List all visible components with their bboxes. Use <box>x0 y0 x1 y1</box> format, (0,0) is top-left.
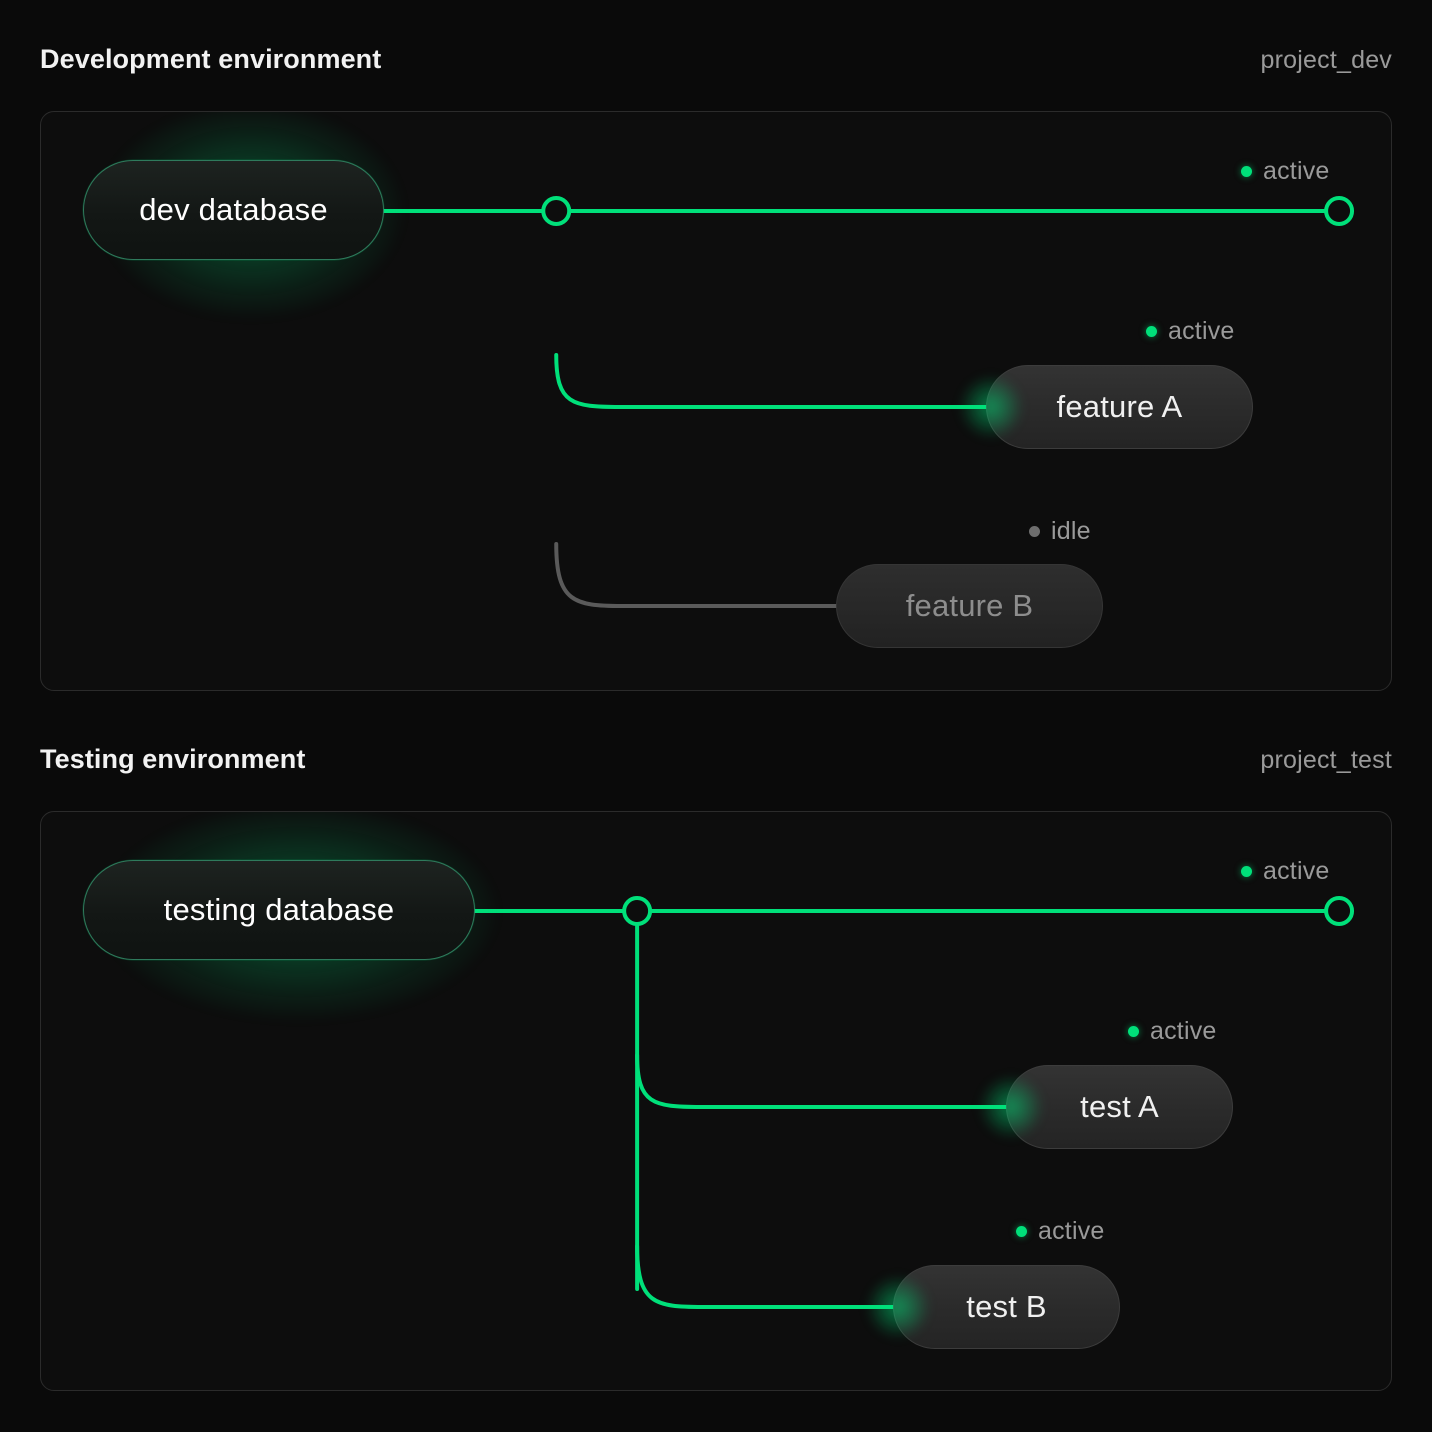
node-label: test B <box>966 1289 1047 1324</box>
node-test-b[interactable]: test B <box>893 1265 1120 1349</box>
status-test-b: active <box>1016 1217 1105 1246</box>
status-trunk-testing: active <box>1241 857 1330 886</box>
node-dev-database[interactable]: dev database <box>83 160 384 260</box>
status-label: active <box>1038 1217 1105 1245</box>
edge-branch-feature-b <box>554 542 842 608</box>
status-test-a: active <box>1128 1017 1217 1046</box>
node-testing-database[interactable]: testing database <box>83 860 475 960</box>
node-label: testing database <box>163 892 395 927</box>
section-header-development: Development environment project_dev <box>40 44 1392 75</box>
edge-branch-feature-a <box>554 353 990 409</box>
status-feature-a: active <box>1146 317 1235 346</box>
status-label: active <box>1263 857 1330 885</box>
status-dot-active-icon <box>1241 866 1252 877</box>
junction-node-development[interactable] <box>541 196 572 226</box>
node-label: dev database <box>139 192 328 227</box>
node-test-a[interactable]: test A <box>1006 1065 1233 1149</box>
status-label: active <box>1263 157 1330 185</box>
status-feature-b: idle <box>1029 517 1091 546</box>
node-label: feature A <box>1056 389 1183 424</box>
edge-branch-test-b <box>635 1244 897 1309</box>
status-trunk-development: active <box>1241 157 1330 186</box>
status-dot-active-icon <box>1241 166 1252 177</box>
status-label: idle <box>1051 517 1091 545</box>
section-title-testing: Testing environment <box>40 744 306 774</box>
node-label: feature B <box>905 588 1034 623</box>
status-dot-active-icon <box>1128 1026 1139 1037</box>
status-dot-idle-icon <box>1029 526 1040 537</box>
section-project-testing: project_test <box>1260 746 1392 774</box>
node-feature-a[interactable]: feature A <box>986 365 1253 449</box>
section-header-testing: Testing environment project_test <box>40 744 1392 775</box>
status-label: active <box>1168 317 1235 345</box>
junction-node-testing[interactable] <box>622 896 653 926</box>
status-dot-active-icon <box>1016 1226 1027 1237</box>
environment-card-development: dev database active feature A active fea… <box>40 111 1392 691</box>
status-label: active <box>1150 1017 1217 1045</box>
node-label: test A <box>1080 1089 1159 1124</box>
status-dot-active-icon <box>1146 326 1157 337</box>
section-title-development: Development environment <box>40 44 382 74</box>
section-project-development: project_dev <box>1260 46 1392 74</box>
environment-card-testing: testing database active test A active te… <box>40 811 1392 1391</box>
trunk-endpoint-testing[interactable] <box>1324 896 1355 926</box>
edge-branch-test-a <box>635 1053 1010 1109</box>
node-feature-b[interactable]: feature B <box>836 564 1103 648</box>
trunk-endpoint-development[interactable] <box>1324 196 1355 226</box>
